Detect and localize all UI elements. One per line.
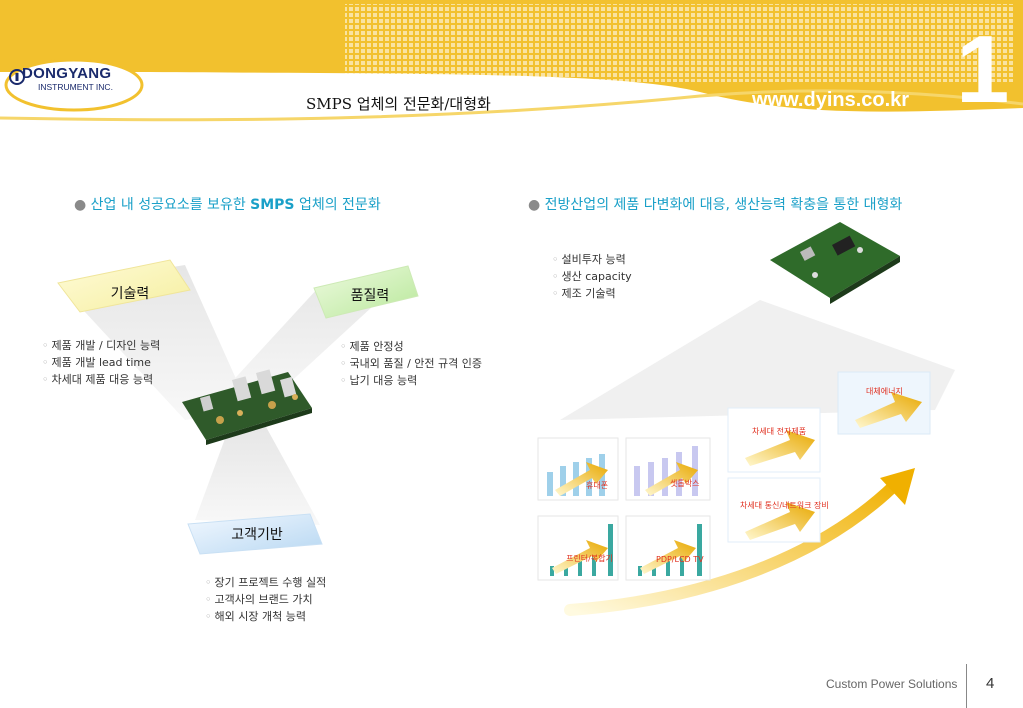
page-number: 4: [986, 675, 995, 692]
website-url[interactable]: www.dyins.co.kr: [752, 89, 910, 111]
customer-list: ◦장기 프로젝트 수행 실적 ◦고객사의 브랜드 가치 ◦해외 시장 개척 능력: [205, 574, 326, 625]
logo-sub-text: INSTRUMENT INC.: [38, 82, 113, 92]
label-next-gen: 차세대 전자제품: [752, 427, 807, 436]
pcb-board-left: [182, 369, 312, 445]
technology-list: ◦제품 개발 / 디자인 능력 ◦제품 개발 lead time ◦차세대 제품…: [42, 337, 160, 388]
mini-chart-pdp-lcd: [625, 515, 711, 581]
list-item: ◦해외 시장 개척 능력: [205, 610, 306, 623]
quality-list: ◦제품 안정성 ◦국내외 품질 / 안전 규격 인증 ◦납기 대응 능력: [340, 338, 512, 389]
heading-bold-text: SMPS: [250, 197, 295, 213]
list-item: ◦제품 개발 / 디자인 능력: [42, 339, 161, 352]
bullet-dot-icon: ●: [74, 197, 91, 213]
product-card-alt-energy: [837, 371, 931, 435]
product-card-network: [727, 477, 821, 543]
list-item: ◦차세대 제품 대응 능력: [42, 373, 154, 386]
label-pdp-lcd: PDP/LCD TV: [656, 555, 704, 564]
heading-text-end: 업체의 전문화: [294, 197, 381, 213]
list-item: ◦생산 capacity: [552, 270, 632, 283]
footer-tagline: Custom Power Solutions: [826, 677, 958, 691]
logo-badge: [4, 58, 144, 112]
capacity-list: ◦설비투자 능력 ◦생산 capacity ◦제조 기술력: [552, 251, 632, 302]
section-number: 1: [956, 16, 1010, 123]
list-item: ◦제품 개발 lead time: [42, 356, 151, 369]
box-technology: 기술력: [110, 286, 150, 302]
beam-customer: [195, 425, 320, 525]
header-banner: [0, 0, 1023, 122]
heading-text: 산업 내 성공요소를 보유한: [90, 197, 251, 213]
box-customer-shape: [187, 513, 323, 555]
footer-divider: [966, 664, 967, 708]
box-quality: 품질력: [350, 288, 390, 304]
label-network: 차세대 통신/네트워크 장비: [740, 501, 829, 510]
right-section-heading: ● 전방산업의 제품 다변화에 대응, 생산능력 확충을 통한 대형화: [528, 196, 998, 215]
page-title: SMPS 업체의 전문화/대형화: [306, 95, 491, 113]
heading-text: 전방산업의 제품 다변화에 대응, 생산능력 확충을 통한 대형화: [544, 197, 903, 213]
box-quality-shape: [313, 265, 419, 319]
logo-emblem-icon: [9, 69, 25, 85]
list-item: ◦장기 프로젝트 수행 실적: [205, 576, 327, 589]
bullet-dot-icon: ●: [528, 197, 545, 213]
list-item: ◦고객사의 브랜드 가치: [205, 593, 313, 606]
label-alt-energy: 대체에너지: [866, 387, 903, 396]
list-item: ◦설비투자 능력: [552, 253, 626, 266]
box-customer: 고객기반: [231, 527, 283, 543]
label-settop: 셋톱박스: [670, 479, 700, 488]
label-printer: 프린터/복합기: [566, 554, 613, 563]
box-technology-shape: [57, 259, 191, 313]
mini-chart-settop: [625, 437, 711, 501]
list-item: ◦제품 안정성: [340, 340, 404, 353]
pcb-board-right: [770, 222, 900, 304]
logo-main-text: DONGYANG: [22, 65, 112, 82]
mini-chart-mobile: [537, 437, 619, 501]
list-item: ◦납기 대응 능력: [340, 374, 418, 387]
list-item: ◦제조 기술력: [552, 287, 616, 300]
label-mobile: 휴대폰: [586, 481, 609, 490]
left-section-heading: ● 산업 내 성공요소를 보유한 SMPS 업체의 전문화: [74, 196, 434, 215]
product-card-next-gen: [727, 407, 821, 473]
list-item: ◦국내외 품질 / 안전 규격 인증: [340, 357, 483, 370]
mini-chart-printer: [537, 515, 619, 581]
company-logo[interactable]: DONGYANG INSTRUMENT INC.: [22, 65, 113, 93]
